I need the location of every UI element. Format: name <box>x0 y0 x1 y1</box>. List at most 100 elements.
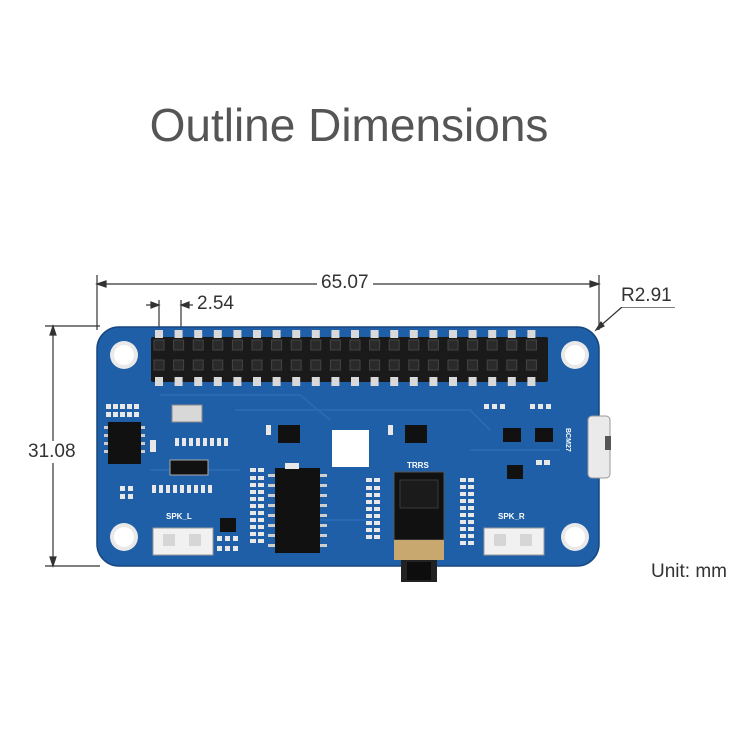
header-pin <box>467 359 479 371</box>
smd-pad <box>250 483 256 487</box>
smd-pad <box>258 483 264 487</box>
silk-label-trrs: TRRS <box>407 461 429 470</box>
smd-pad <box>250 468 256 472</box>
smd-pad <box>374 478 380 482</box>
header-pin <box>525 339 537 351</box>
smd-pad <box>225 536 230 541</box>
crystal-oscillator <box>171 404 203 423</box>
header-pin-tip <box>155 377 163 386</box>
smd-pad <box>250 525 256 529</box>
smd-pad <box>366 500 372 504</box>
smd-pad <box>460 485 466 489</box>
header-pin <box>388 359 400 371</box>
header-pin <box>506 339 518 351</box>
smd-pad <box>258 497 264 501</box>
header-pin-tip <box>468 377 477 386</box>
header-pin <box>231 339 243 351</box>
header-pin <box>447 359 459 371</box>
header-pin <box>329 339 341 351</box>
smd-pad <box>530 404 535 409</box>
transistor-2 <box>405 425 427 443</box>
smd-pad <box>468 527 474 531</box>
header-pin <box>310 359 322 371</box>
header-pin <box>329 359 341 371</box>
smd-pad <box>460 527 466 531</box>
smd-pad <box>374 521 380 525</box>
header-pin-tip <box>390 377 399 386</box>
smd-pad <box>460 492 466 496</box>
smd-pad <box>175 438 179 446</box>
header-pin-top <box>253 330 261 338</box>
smd-pad <box>250 532 256 536</box>
silk-label-spk-l: SPK_L <box>166 512 192 521</box>
radius-leader-line <box>594 306 675 332</box>
header-pin <box>173 359 185 371</box>
header-pin-tip <box>292 377 301 386</box>
smd-pad <box>120 494 125 499</box>
header-pin-top <box>233 330 242 338</box>
smd-pad <box>233 536 238 541</box>
header-pin <box>231 359 243 371</box>
smd-pad <box>250 539 256 543</box>
header-pin <box>290 359 302 371</box>
header-pin-tip <box>233 377 242 386</box>
header-pin-top <box>488 330 497 338</box>
header-pin-tip <box>370 377 379 386</box>
smd-pad <box>374 493 380 497</box>
header-pin-tip <box>331 377 340 386</box>
smd-pad <box>128 494 133 499</box>
smd-pad <box>182 438 186 446</box>
smd-pad <box>366 486 372 490</box>
header-pin-tip <box>409 377 418 386</box>
smd-pad <box>134 412 139 417</box>
smd-pad <box>536 460 542 465</box>
mounting-hole-bottom-right <box>561 523 589 551</box>
header-pin <box>408 359 420 371</box>
header-pin-top <box>429 330 438 338</box>
smd-pad <box>544 460 550 465</box>
header-pin-tip <box>488 377 497 386</box>
smd-pad <box>208 485 212 493</box>
smd-pad <box>374 500 380 504</box>
width-dimension-label: 65.07 <box>317 272 373 294</box>
header-pin <box>251 359 263 371</box>
smd-pad <box>258 490 264 494</box>
header-pin-tip <box>311 377 320 386</box>
spk-l-connector <box>152 527 214 556</box>
smd-pad <box>468 534 474 538</box>
smd-pad <box>180 485 184 493</box>
smd-pad <box>152 485 156 493</box>
header-pin-top <box>331 330 340 338</box>
smd-pad <box>217 546 222 551</box>
header-pin-top <box>311 330 320 338</box>
smd-pad <box>258 539 264 543</box>
smd-pad <box>159 485 163 493</box>
smd-pad <box>366 507 372 511</box>
mounting-hole-top-left <box>110 341 138 369</box>
smd-pad <box>460 499 466 503</box>
smd-pad <box>366 528 372 532</box>
smd-pad <box>484 404 489 409</box>
ic-chip-center <box>268 468 327 553</box>
smd-pad <box>258 532 264 536</box>
smd-pad <box>366 514 372 518</box>
smd-pad <box>468 506 474 510</box>
header-pin-tip <box>351 377 359 386</box>
header-pin <box>427 359 439 371</box>
smd-pad <box>374 486 380 490</box>
smd-pad <box>201 485 205 493</box>
header-pin-tip <box>272 377 281 386</box>
passive-components <box>106 404 551 551</box>
smd-pad <box>468 499 474 503</box>
smd-pad <box>113 404 118 409</box>
silk-label-bcm27: BCM27 <box>564 428 571 452</box>
header-pin-top <box>155 330 163 338</box>
smd-pad <box>468 513 474 517</box>
transistor-6 <box>220 518 236 532</box>
smd-pad <box>468 485 474 489</box>
smd-pad <box>468 520 474 524</box>
header-pin <box>271 339 283 351</box>
smd-pad <box>388 425 393 435</box>
black-component <box>169 459 209 476</box>
header-pin-top <box>174 330 183 338</box>
